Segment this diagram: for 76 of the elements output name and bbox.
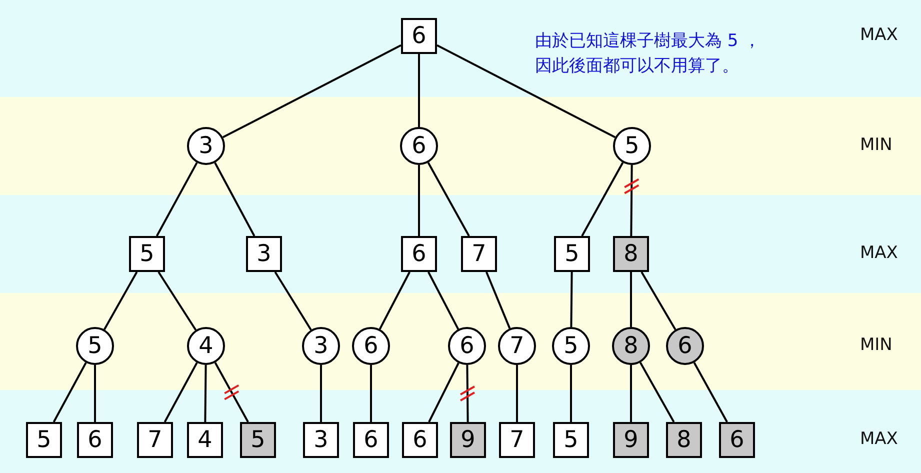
tree-edge: [214, 362, 249, 422]
tree-edge: [427, 162, 470, 236]
max-node-square: 9: [450, 422, 486, 458]
level-band: [0, 293, 921, 390]
level-label: MAX: [860, 243, 899, 263]
tree-edge: [570, 365, 572, 422]
min-node-circle: 5: [76, 327, 114, 365]
min-node-circle: 5: [552, 327, 590, 365]
max-node-square: 3: [303, 422, 339, 458]
max-node-square: 5: [554, 236, 590, 272]
level-label: MAX: [860, 429, 899, 449]
tree-edge: [581, 162, 624, 236]
tree-edge: [640, 272, 676, 330]
tree-edge: [204, 364, 207, 422]
min-node-circle: 6: [400, 127, 438, 165]
max-node-square: 6: [402, 422, 438, 458]
level-band: [0, 97, 921, 195]
min-node-circle: 5: [613, 127, 651, 165]
max-node-square: 8: [613, 236, 649, 272]
tree-edge: [570, 272, 573, 328]
max-node-square: 5: [129, 236, 165, 272]
tree-edge: [103, 272, 138, 330]
min-node-circle: 4: [187, 327, 225, 365]
max-node-square: 5: [553, 422, 589, 458]
max-node-square: 6: [401, 236, 437, 272]
min-node-circle: 6: [448, 327, 486, 365]
tree-edge: [214, 162, 256, 236]
tree-edge: [222, 44, 402, 138]
tree-edge: [486, 272, 511, 329]
tree-edge: [428, 362, 460, 422]
level-band: [0, 195, 921, 293]
max-node-square: 6: [353, 422, 389, 458]
max-node-square: 5: [26, 422, 62, 458]
max-node-square: 9: [613, 422, 649, 458]
tree-edge: [158, 271, 197, 331]
tree-edge: [274, 271, 312, 330]
tree-edge: [436, 44, 616, 138]
max-node-square: 6: [401, 18, 437, 54]
max-node-square: 3: [246, 236, 282, 272]
tree-edge: [378, 272, 410, 330]
tree-edge: [94, 365, 96, 422]
min-node-circle: 3: [302, 327, 340, 365]
tree-edge: [630, 164, 633, 236]
level-label: MIN: [860, 135, 894, 155]
level-band: [0, 390, 921, 473]
tree-edge: [418, 54, 420, 127]
tree-edge: [156, 162, 198, 236]
min-node-circle: 3: [187, 127, 225, 165]
tree-edge: [418, 165, 420, 236]
min-node-circle: 8: [612, 327, 650, 365]
max-node-square: 5: [240, 422, 276, 458]
max-node-square: 4: [187, 422, 223, 458]
max-node-square: 8: [666, 422, 702, 458]
max-node-square: 6: [719, 422, 755, 458]
max-node-square: 7: [137, 422, 173, 458]
tree-edge: [52, 362, 87, 422]
level-band: [0, 0, 921, 97]
level-label: MIN: [860, 335, 894, 355]
tree-edge: [164, 362, 198, 422]
tree-edge: [630, 272, 632, 327]
annotation-note: 由於已知這棵子樹最大為 5 ，因此後面都可以不用算了。: [535, 30, 762, 78]
tree-edge: [630, 365, 632, 422]
tree-edge: [516, 365, 518, 422]
tree-edge: [320, 365, 322, 422]
max-node-square: 7: [461, 236, 497, 272]
min-node-circle: 6: [666, 327, 704, 365]
tree-edge: [370, 365, 372, 422]
tree-edge: [693, 362, 728, 422]
tree-edge: [428, 272, 460, 330]
min-node-circle: 6: [352, 327, 390, 365]
tree-edge: [466, 364, 469, 422]
tree-edge: [639, 362, 675, 422]
level-label: MAX: [860, 25, 899, 45]
max-node-square: 6: [77, 422, 113, 458]
max-node-square: 7: [499, 422, 535, 458]
min-node-circle: 7: [498, 327, 536, 365]
